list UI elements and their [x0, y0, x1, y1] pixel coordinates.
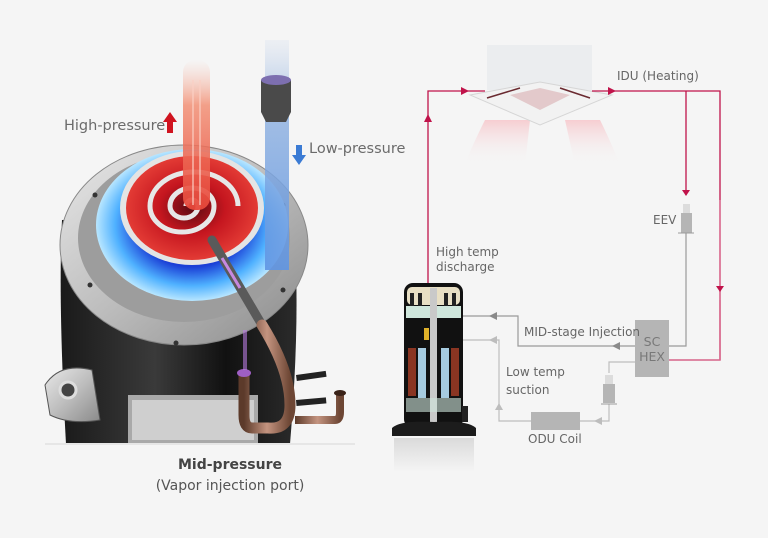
eev-valve [678, 204, 694, 234]
flow-arrow-icon [612, 342, 620, 350]
suction-label-line1: Low temp [506, 365, 565, 379]
flow-arrow-icon [594, 417, 602, 425]
sc-hex-box [635, 320, 669, 377]
flow-arrow-icon [424, 114, 432, 122]
idu-label: IDU (Heating) [617, 69, 699, 83]
discharge-label-line2: discharge [436, 260, 495, 274]
flow-arrow-icon [489, 336, 497, 344]
flow-arrow-icon [682, 190, 690, 196]
odu-coil-label: ODU Coil [528, 432, 582, 446]
discharge-label-line1: High temp [436, 245, 499, 259]
sc-hex-label-line1: SC [643, 333, 661, 349]
caption-subtitle: (Vapor injection port) [155, 478, 305, 494]
compressor-cutaway [392, 283, 476, 472]
caption-title: Mid-pressure [177, 457, 282, 473]
sc-hex-label-line2: HEX [639, 348, 665, 364]
low-pressure-fitting [261, 80, 291, 122]
flow-arrow-icon [716, 286, 724, 292]
flow-arrow-icon [489, 312, 497, 320]
mid-stage-injection-label: MID-stage Injection [524, 325, 641, 339]
high-pressure-label: High-pressure [64, 118, 166, 134]
flow-arrow-icon [608, 87, 616, 95]
flow-arrow-icon [495, 403, 503, 410]
suction-label-line2: suction [506, 383, 550, 397]
flow-arrow-icon [461, 87, 469, 95]
high-pressure-pipe [183, 60, 210, 210]
odu-coil-box [531, 412, 580, 430]
eev-label: EEV [653, 213, 677, 227]
low-pressure-label: Low-pressure [309, 141, 406, 157]
low-temp-suction-line [463, 339, 635, 422]
idu-cassette-unit [465, 45, 620, 165]
vapor-injection-pipe [238, 319, 296, 434]
injection-valve [601, 375, 617, 405]
sc-hex-label: SC HEX [635, 320, 669, 377]
